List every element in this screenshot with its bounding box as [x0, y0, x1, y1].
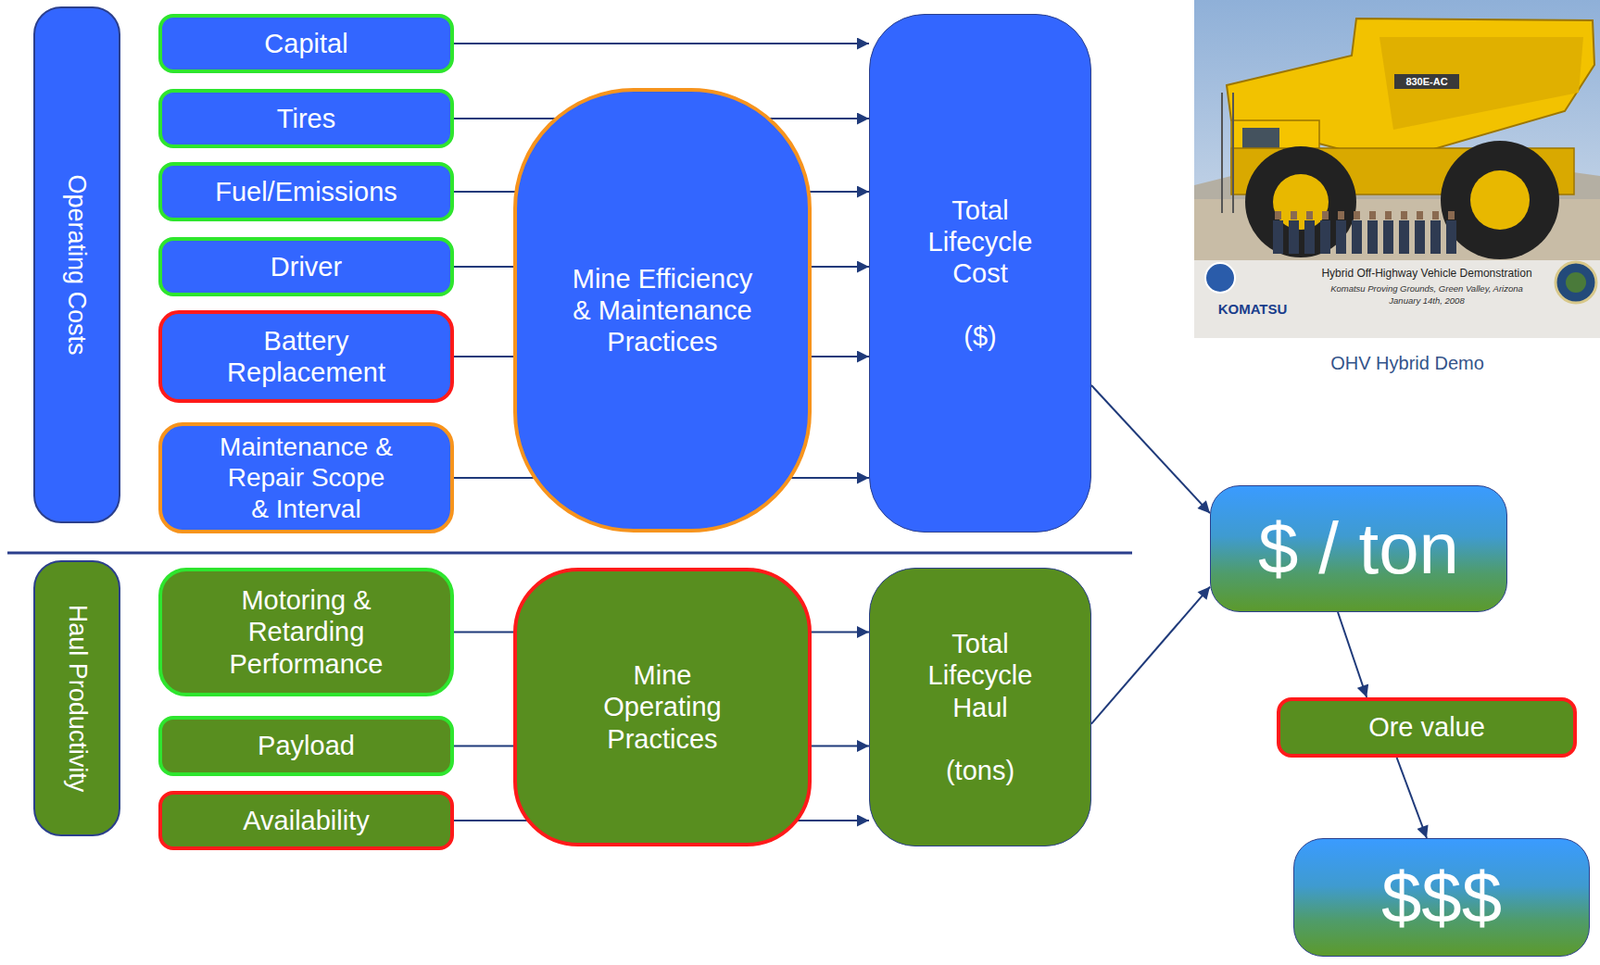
truck-ladder [1232, 92, 1235, 214]
node-text: $ / ton [1258, 505, 1460, 592]
cost-box: Tires [158, 88, 454, 149]
arrow-connector [1091, 385, 1210, 514]
banner-title: Hybrid Off-Highway Vehicle Demonstration [1301, 266, 1552, 280]
result-box: Ore value [1276, 697, 1577, 758]
truck-bed-side [1379, 37, 1584, 130]
node-text: $$$ [1381, 855, 1502, 941]
arrow-connector [1397, 757, 1427, 839]
model-number: 830E-AC [1394, 74, 1460, 89]
truck-ladder [1221, 92, 1223, 214]
truck-photo [1194, 0, 1600, 339]
arrow-connector [1091, 587, 1210, 725]
node-text: Payload [257, 730, 355, 762]
total-box: Total Lifecycle Cost ($) [869, 13, 1092, 533]
node-text: Driver [270, 251, 342, 283]
total-box: Total Lifecycle Haul (tons) [869, 567, 1092, 847]
cost-box: Fuel/Emissions [158, 162, 454, 222]
node-text: Mine Operating Practices [583, 659, 742, 756]
node-text: Total Lifecycle Haul [910, 628, 1050, 724]
photo-caption: OHV Hybrid Demo [1286, 352, 1528, 375]
cost-box: Battery Replacement [158, 310, 454, 404]
ge-logo [1205, 263, 1235, 293]
result-box: $ / ton [1209, 485, 1508, 613]
arrow-connector [1337, 612, 1367, 698]
truck-window [1242, 127, 1280, 149]
banner-note: January 14th, 2008 [1301, 295, 1552, 306]
people-bodies [1272, 220, 1457, 254]
result-box: $$$ [1293, 838, 1590, 958]
photo-banner [1194, 260, 1600, 339]
haul-box: Availability [158, 791, 454, 851]
cost-box: Driver [158, 237, 454, 297]
category-band: Operating Costs [33, 6, 121, 524]
separator-line [7, 552, 1133, 555]
node-text: Motoring & Retarding Performance [214, 584, 400, 681]
haul-box: Payload [158, 716, 454, 777]
people-heads [1274, 211, 1455, 220]
node-text: Capital [264, 27, 348, 60]
truck-tire [1440, 140, 1560, 260]
truck-hub [1470, 170, 1530, 230]
node-text: Availability [242, 805, 369, 837]
node-text: Fuel/Emissions [214, 176, 398, 208]
practice-box: Mine Operating Practices [513, 567, 812, 847]
node-text: Total Lifecycle Cost [910, 194, 1050, 290]
haul-box: Motoring & Retarding Performance [158, 567, 454, 697]
category-band: Haul Productivity [33, 560, 121, 837]
practice-box: Mine Efficiency & Maintenance Practices [513, 88, 812, 533]
node-text: Haul Productivity [62, 604, 92, 794]
doe-seal-center [1565, 272, 1587, 293]
doe-seal [1555, 262, 1597, 303]
cost-box: Maintenance & Repair Scope & Interval [158, 422, 454, 534]
node-text: Mine Efficiency & Maintenance Practices [567, 263, 758, 359]
brand-name: KOMATSU [1204, 300, 1301, 319]
node-text: ($) [963, 320, 996, 353]
model-plate [1394, 74, 1460, 89]
node-text: Battery Replacement [214, 325, 400, 389]
cost-box: Capital [158, 13, 454, 74]
arrow-connector [453, 42, 870, 45]
node-text: Operating Costs [62, 174, 92, 355]
node-text: Ore value [1368, 711, 1486, 744]
node-text: Maintenance & Repair Scope & Interval [216, 431, 396, 524]
node-text: Tires [277, 102, 336, 135]
banner-note: Komatsu Proving Grounds, Green Valley, A… [1301, 283, 1552, 294]
node-text: (tons) [945, 755, 1015, 787]
photo-sky [1194, 0, 1600, 339]
